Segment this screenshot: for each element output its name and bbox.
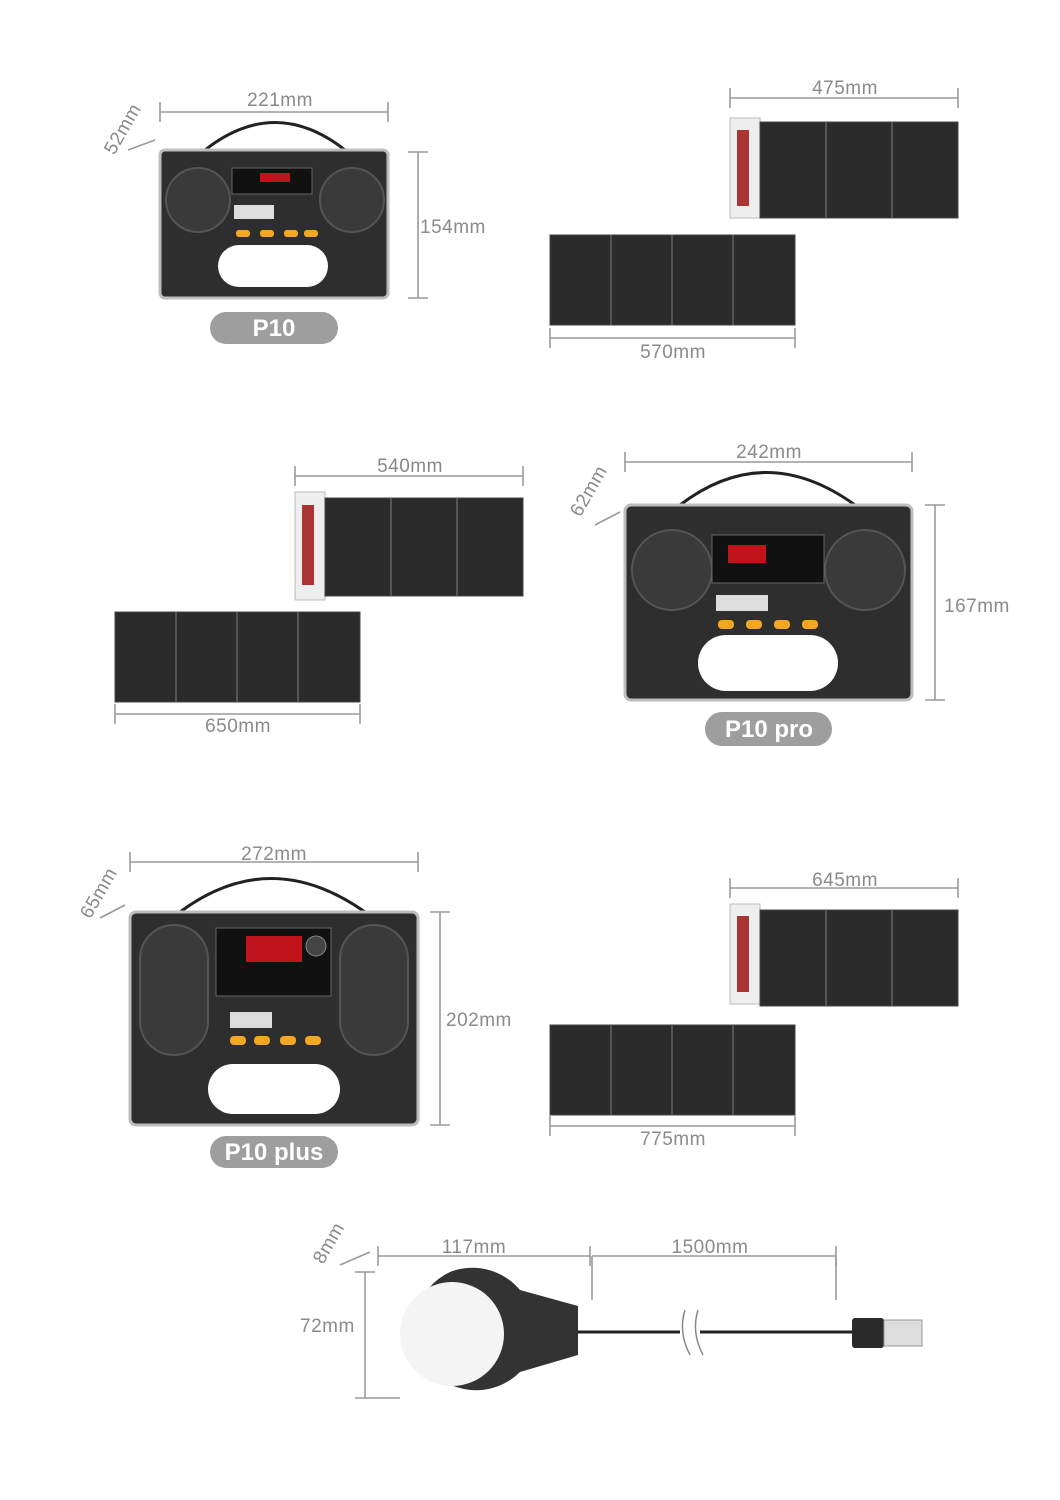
led-display <box>246 936 302 962</box>
left-speaker <box>631 529 713 611</box>
right-speaker <box>339 924 409 1056</box>
p10-pro-solar-panel: 540mm 650mm <box>114 456 524 737</box>
right-speaker <box>824 529 906 611</box>
carry-strap <box>679 471 856 507</box>
lamp-height-label: 72mm <box>300 1316 355 1337</box>
carry-strap <box>204 121 346 152</box>
lamp-width-label: 117mm <box>442 1237 506 1258</box>
usb-plug-connector <box>883 1319 923 1347</box>
right-speaker <box>319 167 385 233</box>
p10-badge: P10 <box>210 312 338 344</box>
left-speaker <box>165 167 231 233</box>
p10-plus-panel-folded-label: 645mm <box>812 870 878 891</box>
lamp-cable-length-label: 1500mm <box>672 1237 749 1258</box>
p10-height-label: 154mm <box>420 217 486 238</box>
lamp-diffuser <box>400 1282 504 1386</box>
folded-panel <box>324 497 524 597</box>
p10-plus-model-label: P10 plus <box>225 1139 324 1166</box>
p10-panel-folded-label: 475mm <box>812 78 878 99</box>
volume-knob <box>305 935 327 957</box>
cable-break-mark <box>681 1309 704 1356</box>
p10-width-label: 221mm <box>247 90 313 111</box>
p10-pro-panel-folded-label: 540mm <box>377 456 443 477</box>
p10-pro-depth-label: 62mm <box>566 462 612 520</box>
p10-depth-label: 52mm <box>100 100 146 158</box>
p10-solar-panel: 475mm 570mm <box>549 78 959 363</box>
p10-plus-depth-label: 65mm <box>76 864 122 922</box>
p10-pro-power-station <box>623 471 914 702</box>
usb-ports <box>234 205 274 219</box>
buttons <box>236 230 318 237</box>
p10-pro-width-label: 242mm <box>736 442 802 463</box>
buttons <box>718 620 818 629</box>
handle-cutout <box>208 1064 340 1114</box>
handle-cutout <box>698 635 838 691</box>
p10-pro-height-label: 167mm <box>944 596 1010 617</box>
usb-lamp <box>400 1267 923 1391</box>
p10-plus-width-label: 272mm <box>241 844 307 865</box>
p10-plus-solar-panel: 645mm 775mm <box>549 870 959 1150</box>
p10-power-station <box>158 121 390 300</box>
usb-ports <box>716 595 768 611</box>
p10-pro-model-label: P10 pro <box>725 716 813 743</box>
usb-plug-body <box>852 1318 884 1348</box>
folded-panel <box>759 121 959 219</box>
p10-plus-badge: P10 plus <box>210 1136 338 1168</box>
p10-plus-panel-unfolded-label: 775mm <box>640 1129 706 1150</box>
usb-ports <box>230 1012 272 1028</box>
panel-cable <box>302 505 314 585</box>
p10-pro-panel-unfolded-label: 650mm <box>205 716 271 737</box>
p10-plus-power-station <box>128 877 420 1127</box>
carry-strap <box>179 877 366 914</box>
p10-pro-badge: P10 pro <box>705 712 832 746</box>
panel-cable <box>737 916 749 992</box>
folded-panel <box>759 909 959 1007</box>
p10-plus-height-label: 202mm <box>446 1010 512 1031</box>
buttons <box>230 1036 321 1045</box>
p10-plus-dimensions: 272mm 202mm 65mm <box>76 844 512 1126</box>
p10-panel-unfolded-label: 570mm <box>640 342 706 363</box>
p10-model-label: P10 <box>253 315 296 342</box>
led-display <box>260 173 290 182</box>
led-display <box>728 545 766 563</box>
panel-cable <box>737 130 749 206</box>
lamp-depth-label: 8mm <box>309 1219 349 1267</box>
handle-cutout <box>218 245 328 287</box>
left-speaker <box>139 924 209 1056</box>
